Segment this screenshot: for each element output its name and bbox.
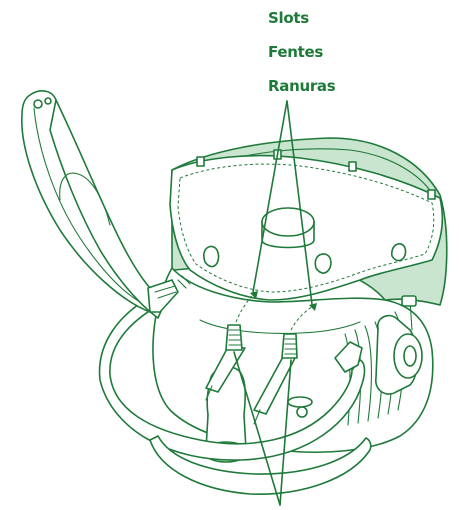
pad-tab [428, 190, 435, 199]
buckle-tongue-left [226, 325, 242, 350]
pad-tab [197, 157, 204, 166]
pad-center-disc [262, 208, 314, 236]
open-tray-lid [22, 91, 190, 318]
base-bolt [297, 407, 307, 417]
lid-hinge-hole [45, 98, 51, 104]
pad-tab [349, 162, 356, 171]
lid-hinge-hole [34, 100, 42, 108]
